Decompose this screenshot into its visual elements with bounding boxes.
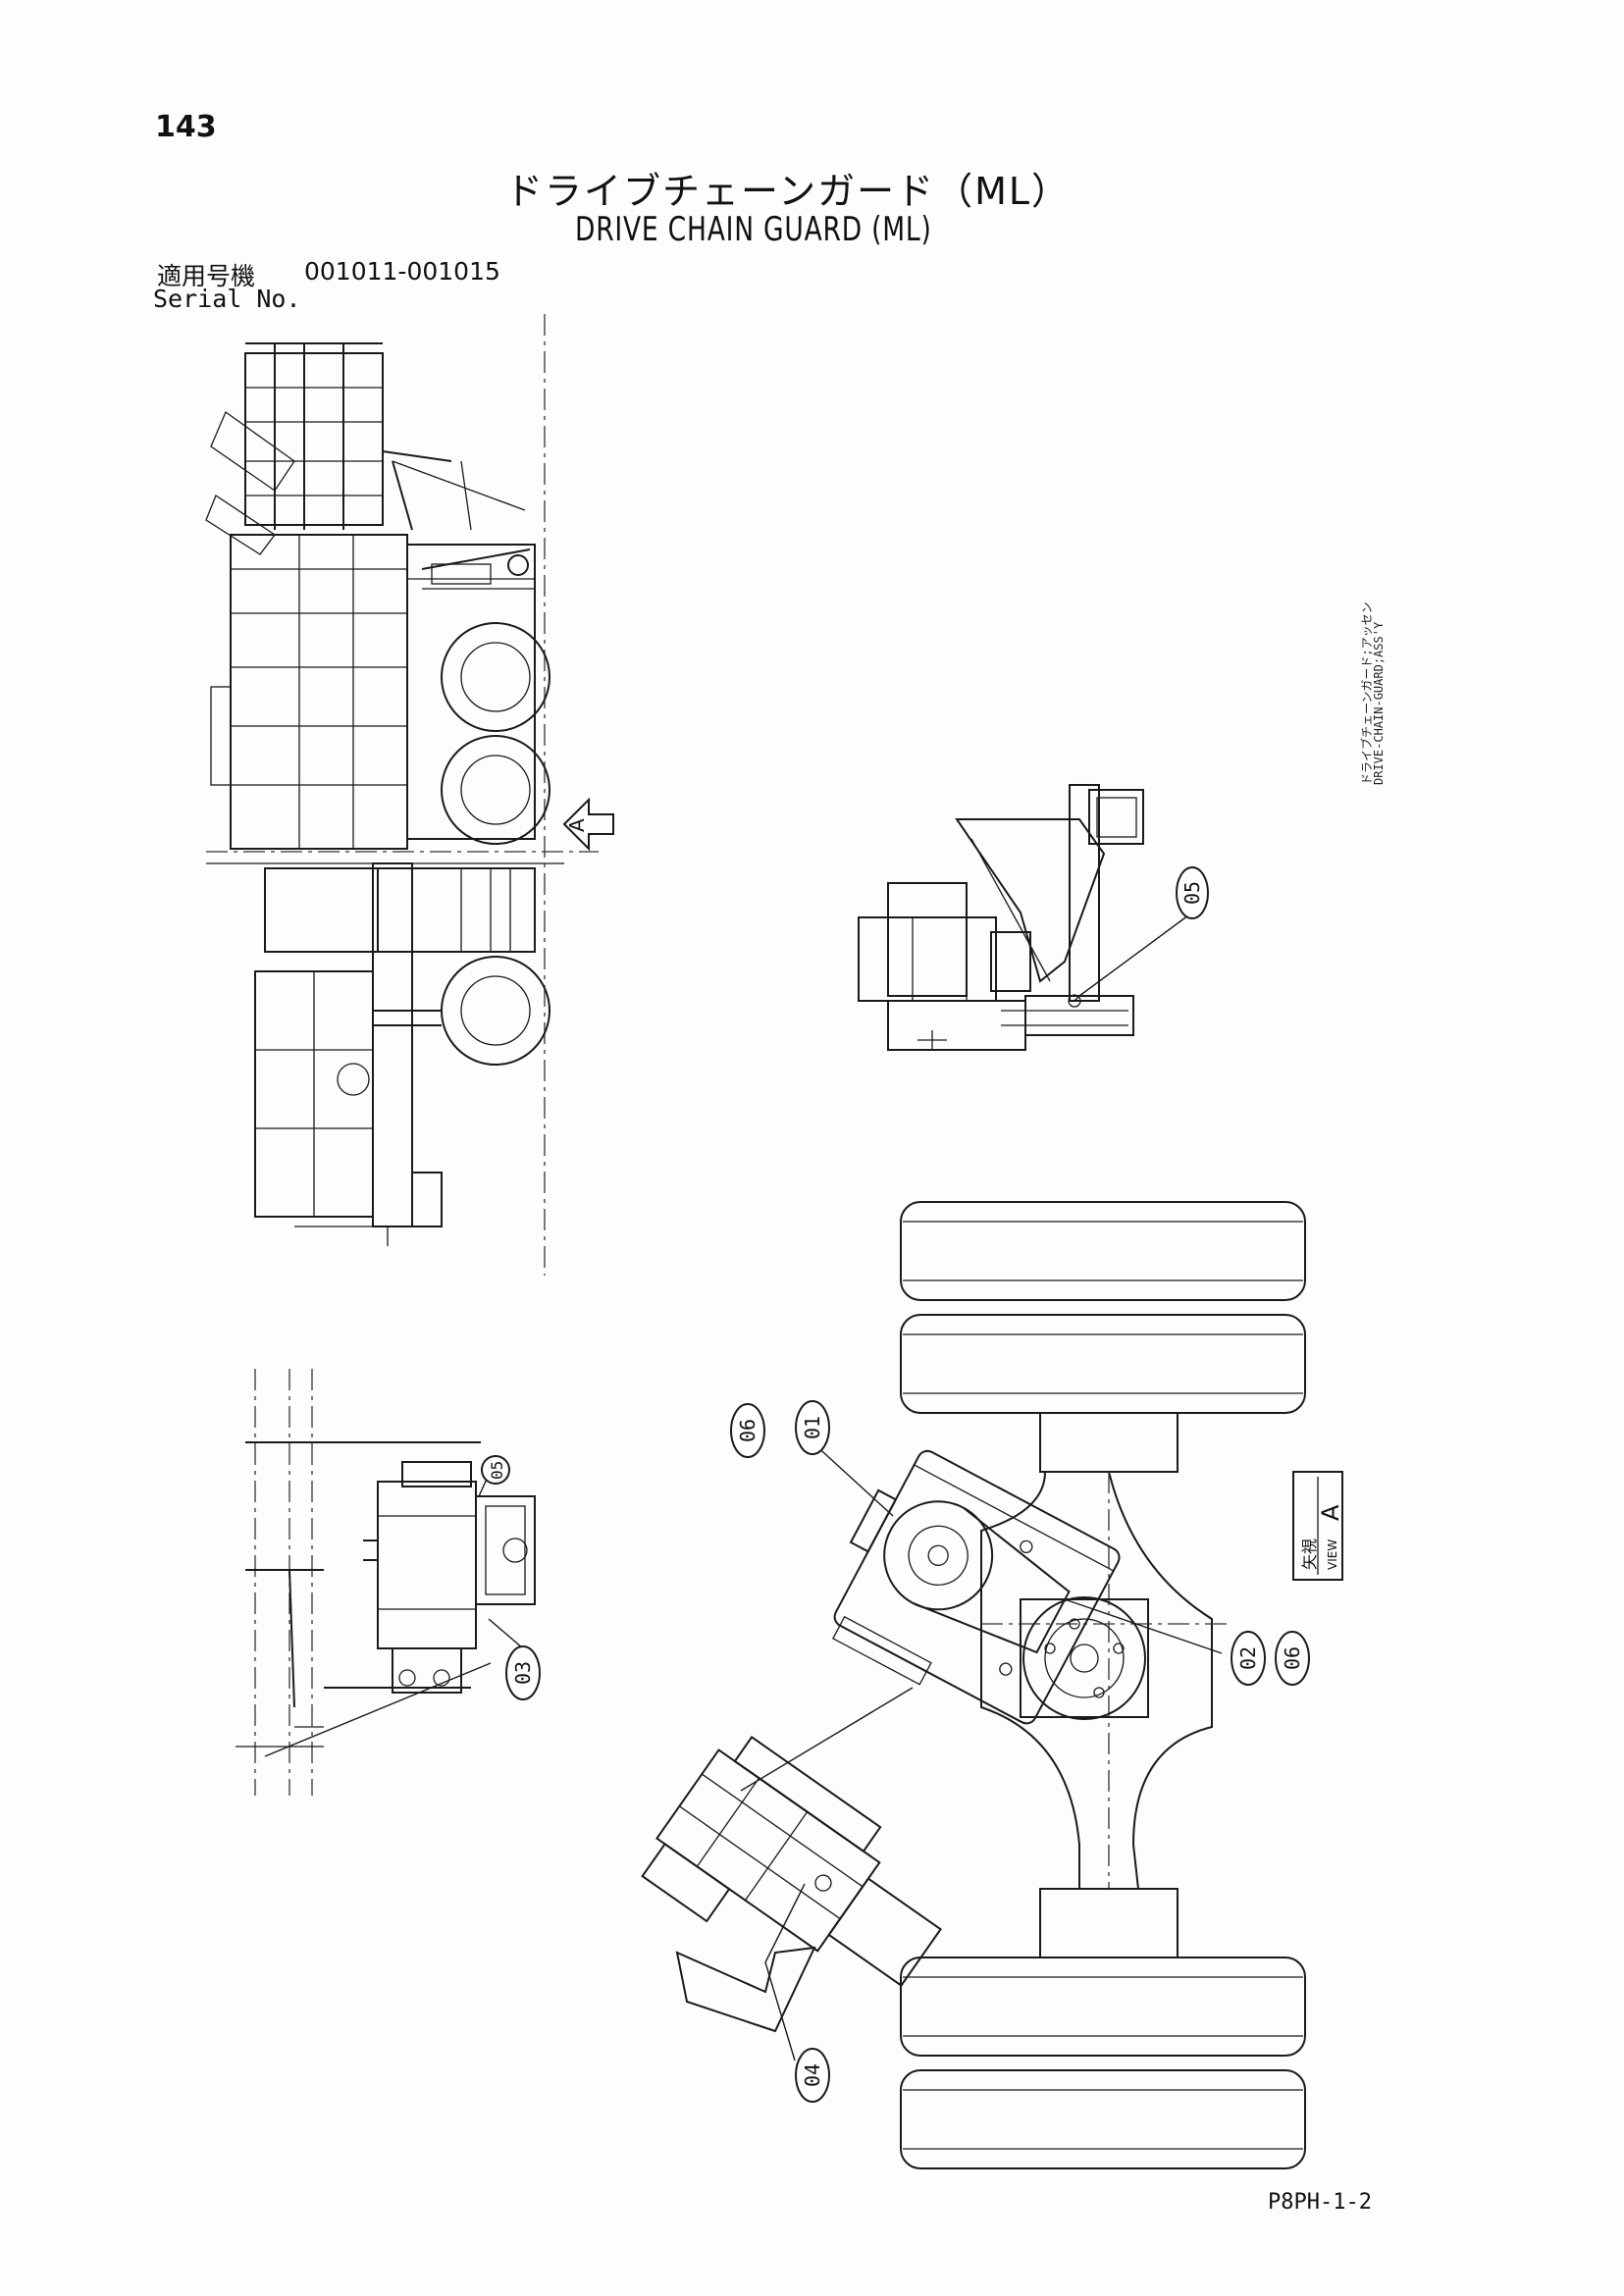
callout-05-left: 05 <box>481 1455 510 1485</box>
drawing-code: P8PH-1-2 <box>1268 2190 1372 2215</box>
serial-label-japanese: 適用号機 <box>157 262 256 290</box>
svg-text:05: 05 <box>1180 881 1204 905</box>
callout-05-upper: 05 <box>1176 866 1209 919</box>
title-english: DRIVE CHAIN GUARD (ML) <box>575 210 932 249</box>
view-label-english: VIEW <box>1326 1539 1339 1570</box>
serial-label-english: Serial No. <box>153 285 301 313</box>
serial-range: 001011-001015 <box>304 257 500 286</box>
svg-text:06: 06 <box>1281 1646 1304 1670</box>
view-a-label: 矢視 VIEW A <box>1292 1471 1344 1581</box>
callout-06-upper: 06 <box>730 1403 765 1458</box>
callout-04: 04 <box>795 2048 830 2103</box>
svg-text:01: 01 <box>801 1416 824 1439</box>
callout-03: 03 <box>505 1645 541 1700</box>
view-label-letter: A <box>1317 1504 1344 1521</box>
svg-text:02: 02 <box>1236 1646 1260 1670</box>
title-japanese: ドライブチェーンガード（ML） <box>505 170 1072 213</box>
chain-drive-side-detail <box>236 1369 536 1796</box>
view-label-japanese: 矢視 <box>1300 1539 1319 1570</box>
chain-case-rotated <box>832 1449 1121 1725</box>
direction-arrow-label: A <box>565 818 589 832</box>
axle-and-tires-view <box>900 1201 1306 2169</box>
chain-guard-sub-assembly <box>641 1735 942 1987</box>
chain-case-detail-upper <box>858 784 1193 1051</box>
machine-side-view: A <box>205 314 614 1276</box>
svg-text:05: 05 <box>488 1461 506 1480</box>
callout-02: 02 <box>1231 1631 1266 1686</box>
page-number: 143 <box>155 110 217 144</box>
callout-06-right: 06 <box>1275 1631 1310 1686</box>
svg-text:04: 04 <box>801 2063 824 2087</box>
callout-01-upper: 01 <box>795 1400 830 1455</box>
svg-text:06: 06 <box>736 1419 760 1442</box>
svg-text:03: 03 <box>511 1661 535 1685</box>
